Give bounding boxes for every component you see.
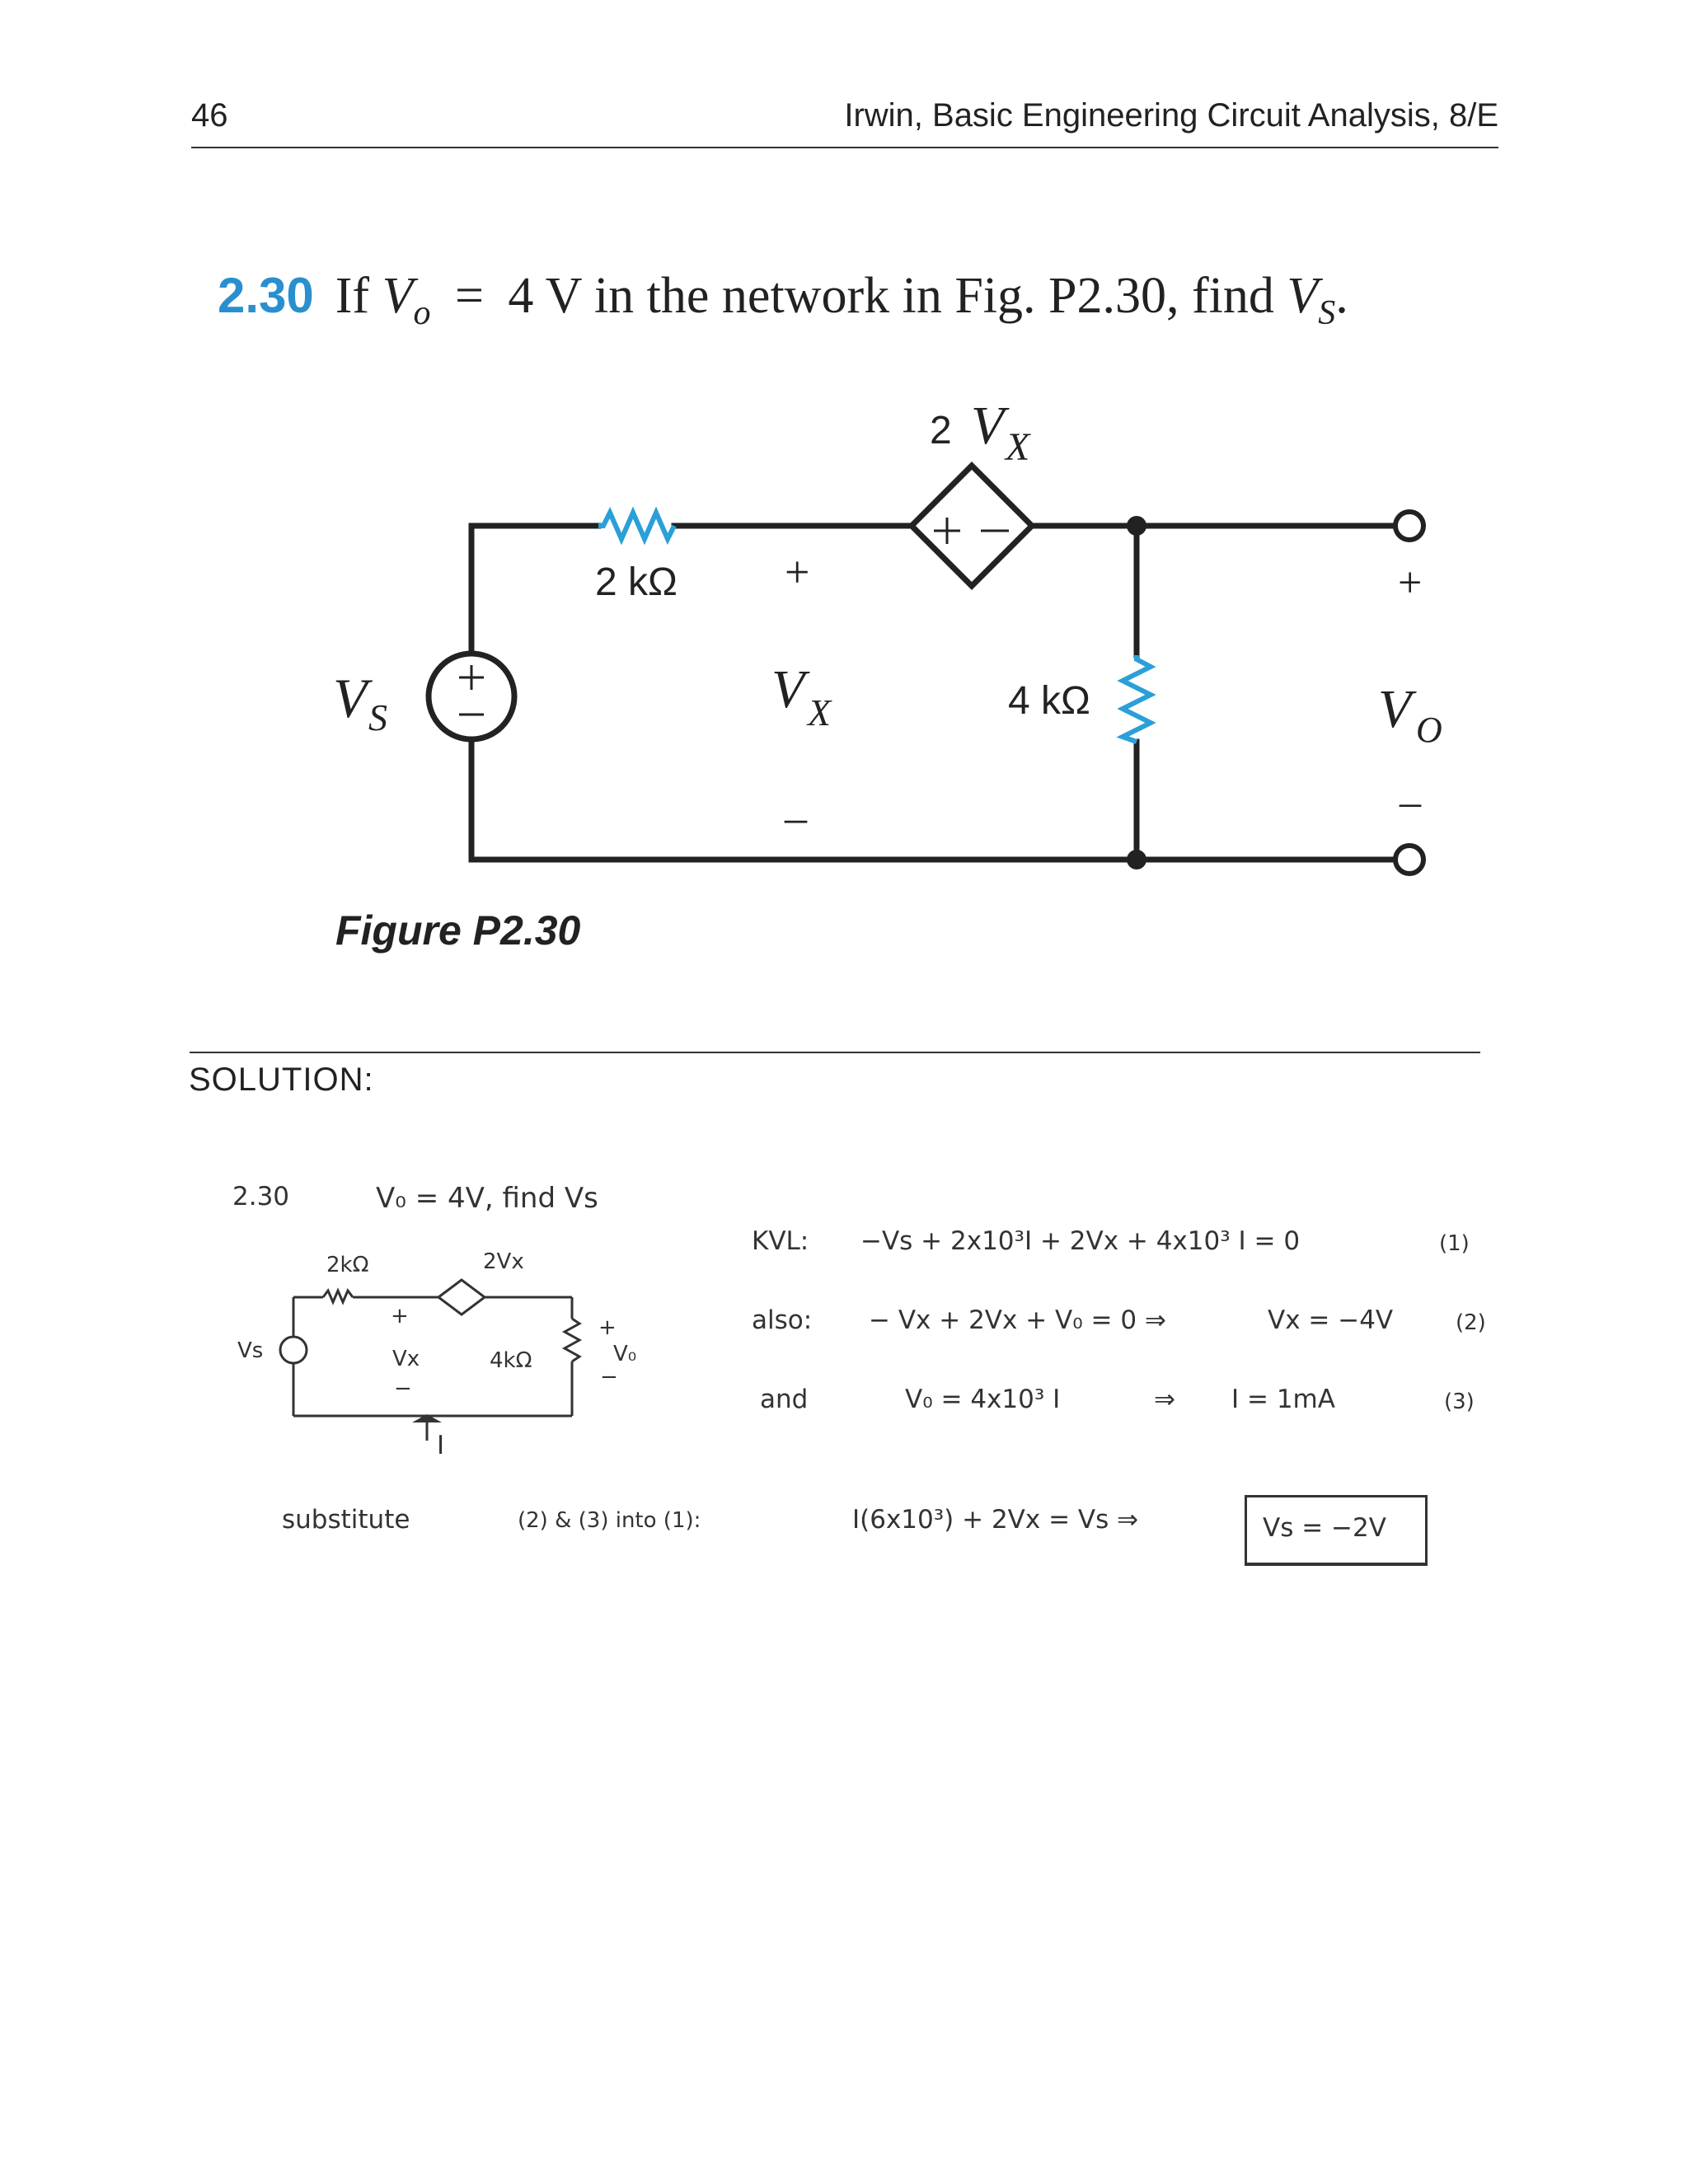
resistor-4k-symbol xyxy=(1116,655,1156,744)
resistor-4k-label: 4 kΩ xyxy=(1008,679,1090,723)
hw-sketch-current: I xyxy=(437,1431,445,1460)
node-bottom xyxy=(1127,850,1146,869)
terminal-top xyxy=(1393,509,1426,542)
hw-sketch-4k: 4kΩ xyxy=(490,1348,532,1373)
vs-label-s: S xyxy=(368,696,387,738)
hw-and-equation: V₀ = 4x10³ I xyxy=(905,1385,1061,1414)
terminal-bottom xyxy=(1393,843,1426,876)
problem-body: 4 V in the network in Fig. P2.30, find xyxy=(508,268,1274,324)
problem-vs-sub: S xyxy=(1318,294,1336,332)
problem-statement: 2.30 If Vo = 4 V in the network in Fig. P… xyxy=(218,267,1348,333)
hw-substitute: substitute xyxy=(282,1505,410,1535)
dep-source-label-v: V xyxy=(971,396,1010,456)
problem-vo-v: V xyxy=(382,268,414,324)
solution-label: SOLUTION: xyxy=(189,1062,374,1098)
circuit-figure: 2 V X 2 kΩ 4 kΩ + V X – V S + V O – xyxy=(333,396,1442,876)
node-top xyxy=(1127,516,1146,536)
problem-vs-v: V xyxy=(1287,268,1319,324)
hw-also-result: Vx = −4V xyxy=(1268,1305,1394,1335)
vx-minus: – xyxy=(784,793,808,842)
hw-sketch-vo-minus: − xyxy=(600,1365,618,1390)
solution-rule xyxy=(190,1052,1480,1053)
dependent-source-diamond xyxy=(907,462,1036,590)
hw-current-arrow xyxy=(412,1414,442,1422)
hw-sketch-minus: − xyxy=(394,1376,412,1401)
resistor-2k-symbol xyxy=(598,506,677,546)
hw-sketch-vo-plus: + xyxy=(598,1315,617,1340)
hw-sketch-vx: Vx xyxy=(392,1347,420,1371)
vo-plus: + xyxy=(1398,560,1422,607)
problem-equals: = xyxy=(454,268,484,324)
hw-sketch-2k: 2kΩ xyxy=(326,1253,369,1277)
hw-also-label: also: xyxy=(752,1305,813,1335)
page-number: 46 xyxy=(191,97,228,134)
problem-period: . xyxy=(1335,268,1348,324)
problem-number: 2.30 xyxy=(218,268,314,323)
hw-sketch-vs: Vs xyxy=(237,1338,264,1363)
hw-problem-number: 2.30 xyxy=(232,1182,290,1212)
hw-kvl-tag: (1) xyxy=(1439,1231,1470,1256)
vx-plus: + xyxy=(785,547,809,597)
hw-and-arrow: ⇒ xyxy=(1154,1385,1175,1414)
hw-sketch-2vx: 2Vx xyxy=(483,1249,524,1274)
hw-substitute-equation: I(6x10³) + 2Vx = Vs ⇒ xyxy=(852,1505,1139,1535)
hw-substitute-which: (2) & (3) into (1): xyxy=(518,1508,701,1533)
vo-minus: – xyxy=(1399,779,1422,826)
dep-source-label-x: X xyxy=(1004,425,1031,469)
hw-answer-box xyxy=(1245,1495,1428,1566)
running-head: Irwin, Basic Engineering Circuit Analysi… xyxy=(844,97,1498,134)
header-rule xyxy=(191,147,1498,148)
hw-answer: Vs = −2V xyxy=(1263,1513,1386,1543)
hw-also-equation: − Vx + 2Vx + V₀ = 0 ⇒ xyxy=(869,1305,1166,1335)
vo-label-v: V xyxy=(1378,679,1417,739)
hw-and-tag: (3) xyxy=(1444,1390,1475,1414)
vx-label-v: V xyxy=(771,659,810,719)
hw-and-label: and xyxy=(760,1385,809,1414)
problem-if: If xyxy=(335,268,370,324)
hw-and-result: I = 1mA xyxy=(1231,1385,1335,1414)
voltage-source-vs xyxy=(425,650,518,743)
hw-given: V₀ = 4V, find Vs xyxy=(376,1182,598,1215)
vs-label-v: V xyxy=(333,667,373,729)
dep-source-label-2: 2 xyxy=(930,409,952,452)
hw-also-tag: (2) xyxy=(1456,1310,1486,1335)
vx-label-x: X xyxy=(806,691,832,733)
figure-caption: Figure P2.30 xyxy=(335,907,581,954)
hw-kvl-equation: −Vs + 2x10³I + 2Vx + 4x10³ I = 0 xyxy=(860,1226,1301,1256)
hw-sketch-vo: V₀ xyxy=(613,1342,637,1366)
vo-label-o: O xyxy=(1416,710,1442,750)
problem-vo-sub: o xyxy=(413,294,431,332)
hw-sketch-plus: + xyxy=(391,1304,409,1329)
hw-kvl-label: KVL: xyxy=(752,1226,809,1256)
resistor-2k-label: 2 kΩ xyxy=(595,560,678,604)
